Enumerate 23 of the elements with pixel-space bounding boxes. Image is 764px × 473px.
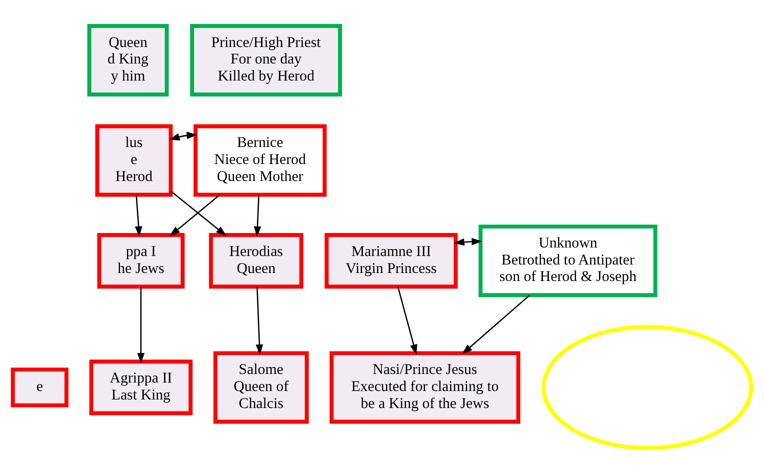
node-box: ppa I he Jews	[97, 232, 185, 288]
node-box: Salome Queen of Chalcis	[213, 350, 309, 424]
node-box: Mariamne III Virgin Princess	[324, 232, 458, 288]
node-box: Unknown Betrothed to Antipater son of Herod & Joseph	[478, 224, 658, 297]
arrow	[462, 294, 530, 354]
arrow	[169, 131, 198, 140]
arrow	[454, 237, 482, 246]
node-box: Bernice Niece of Herod Queen Mother	[194, 124, 327, 196]
arrow	[170, 190, 227, 236]
arrow	[254, 194, 262, 236]
node-box: e	[10, 367, 68, 407]
node-box: Agrippa II Last King	[89, 359, 193, 415]
arrow	[256, 286, 264, 355]
arrow	[170, 194, 220, 236]
arrow	[397, 286, 418, 354]
node-box: Prince/High Priest For one day Killed by Herod	[190, 23, 342, 96]
arrow	[137, 286, 145, 364]
node-box: Queen d King y him	[87, 23, 169, 96]
node-ellipse	[542, 324, 754, 450]
arrow	[134, 194, 142, 236]
node-box: Nasi/Prince Jesus Executed for claiming to be a King of the Jews	[330, 350, 520, 424]
node-box: lus e Herod	[95, 124, 173, 196]
node-box: Herodias Queen	[208, 232, 304, 288]
